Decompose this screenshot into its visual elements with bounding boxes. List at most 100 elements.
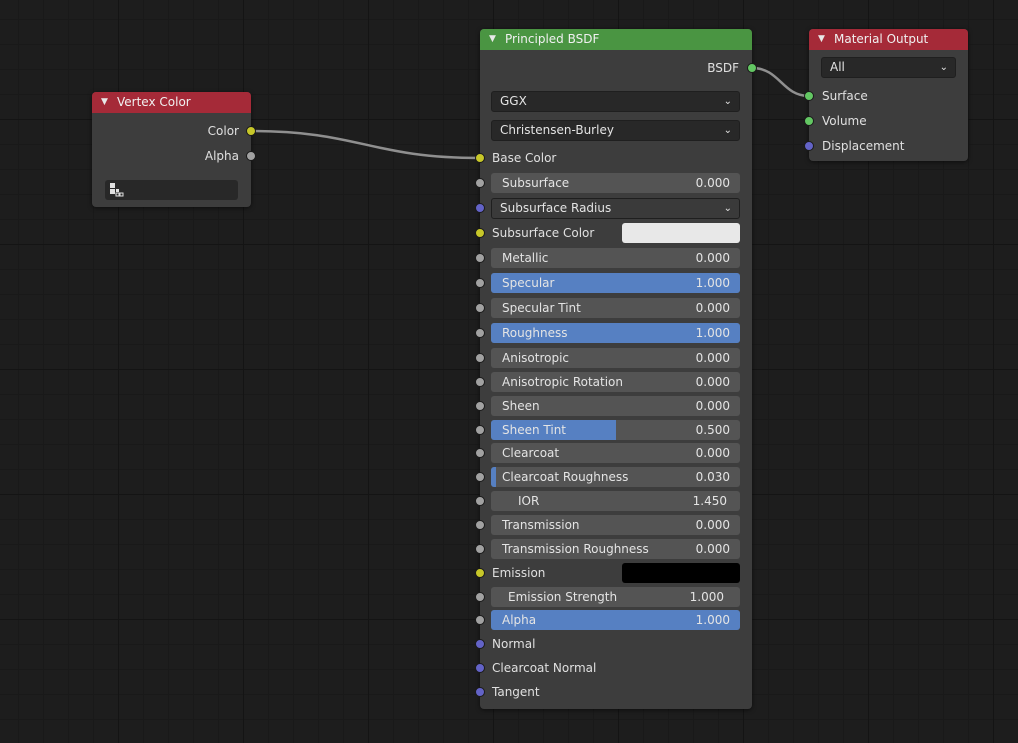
socket-tangent[interactable] (475, 687, 485, 697)
input-surface-label: Surface (822, 89, 868, 103)
specular-fill (491, 273, 740, 293)
socket-transmission-roughness[interactable] (475, 544, 485, 554)
anisotropic-rotation-label: Anisotropic Rotation (502, 375, 624, 389)
base-color-label: Base Color (492, 151, 557, 165)
subsurface-label: Subsurface (502, 176, 570, 190)
vertex-color-layer-icon (110, 183, 124, 197)
chevron-down-icon: ⌄ (723, 96, 732, 107)
anisotropic-rotation-field[interactable]: Anisotropic Rotation 0.000 (491, 372, 740, 392)
emission-strength-field[interactable]: Emission Strength 1.000 (491, 587, 740, 607)
sheen-tint-field[interactable]: Sheen Tint 0.500 (491, 420, 740, 440)
collapse-triangle-icon[interactable]: ▼ (101, 97, 108, 107)
socket-anisotropic-rotation[interactable] (475, 377, 485, 387)
specular-tint-field[interactable]: Specular Tint 0.000 (491, 298, 740, 318)
material-output-header[interactable]: ▼ Material Output (809, 29, 968, 50)
target-dropdown[interactable]: All ⌄ (821, 57, 956, 78)
output-color-label: Color (207, 124, 239, 138)
link-color-to-base-color (250, 129, 481, 160)
transmission-field[interactable]: Transmission 0.000 (491, 515, 740, 535)
socket-surface-in[interactable] (804, 91, 814, 101)
socket-emission-strength[interactable] (475, 592, 485, 602)
clearcoat-field[interactable]: Clearcoat 0.000 (491, 443, 740, 463)
collapse-triangle-icon[interactable]: ▼ (818, 34, 825, 44)
specular-label: Specular (502, 276, 555, 290)
socket-anisotropic[interactable] (475, 353, 485, 363)
subsurface-field[interactable]: Subsurface 0.000 (491, 173, 740, 193)
socket-sheen-tint[interactable] (475, 425, 485, 435)
socket-normal[interactable] (475, 639, 485, 649)
socket-bsdf-out[interactable] (747, 63, 757, 73)
link-bsdf-to-surface (751, 66, 810, 98)
socket-clearcoat-normal[interactable] (475, 663, 485, 673)
vertex-color-layer-field[interactable] (105, 180, 238, 200)
principled-bsdf-node[interactable]: ▼ Principled BSDF BSDF GGX ⌄ Christensen… (480, 29, 752, 709)
alpha-value: 1.000 (695, 613, 730, 627)
socket-base-color[interactable] (475, 153, 485, 163)
socket-sheen[interactable] (475, 401, 485, 411)
socket-displacement-in[interactable] (804, 141, 814, 151)
socket-subsurface-color[interactable] (475, 228, 485, 238)
emission-strength-label: Emission Strength (508, 590, 618, 604)
socket-color-out[interactable] (246, 126, 256, 136)
anisotropic-field[interactable]: Anisotropic 0.000 (491, 348, 740, 368)
subsurface-color-swatch[interactable] (622, 223, 740, 243)
sheen-tint-value: 0.500 (695, 423, 730, 437)
specular-field[interactable]: Specular 1.000 (491, 273, 740, 293)
roughness-field[interactable]: Roughness 1.000 (491, 323, 740, 343)
input-displacement-label: Displacement (822, 139, 905, 153)
principled-bsdf-header[interactable]: ▼ Principled BSDF (480, 29, 752, 50)
transmission-roughness-label: Transmission Roughness (502, 542, 649, 556)
roughness-label: Roughness (502, 326, 568, 340)
sheen-tint-label: Sheen Tint (502, 423, 567, 437)
socket-metallic[interactable] (475, 253, 485, 263)
output-alpha-label: Alpha (204, 149, 239, 163)
vertex-color-header[interactable]: ▼ Vertex Color (92, 92, 251, 113)
roughness-value: 1.000 (695, 326, 730, 340)
specular-tint-value: 0.000 (695, 301, 730, 315)
subsurface-method-dropdown[interactable]: Christensen-Burley ⌄ (491, 120, 740, 141)
sheen-value: 0.000 (695, 399, 730, 413)
ior-value: 1.450 (692, 494, 727, 508)
chevron-down-icon: ⌄ (723, 203, 732, 214)
socket-subsurface[interactable] (475, 178, 485, 188)
socket-ior[interactable] (475, 496, 485, 506)
clearcoat-roughness-field[interactable]: Clearcoat Roughness 0.030 (491, 467, 740, 487)
socket-clearcoat[interactable] (475, 448, 485, 458)
metallic-field[interactable]: Metallic 0.000 (491, 248, 740, 268)
ior-label: IOR (518, 494, 540, 508)
transmission-roughness-field[interactable]: Transmission Roughness 0.000 (491, 539, 740, 559)
sheen-field[interactable]: Sheen 0.000 (491, 396, 740, 416)
socket-transmission[interactable] (475, 520, 485, 530)
ior-field[interactable]: IOR 1.450 (491, 491, 740, 511)
socket-alpha-out[interactable] (246, 151, 256, 161)
chevron-down-icon: ⌄ (939, 62, 948, 73)
transmission-value: 0.000 (695, 518, 730, 532)
input-volume-label: Volume (822, 114, 867, 128)
clearcoat-normal-label: Clearcoat Normal (492, 661, 597, 675)
subsurface-radius-dropdown[interactable]: Subsurface Radius ⌄ (491, 198, 740, 219)
emission-label: Emission (492, 566, 546, 580)
socket-roughness[interactable] (475, 328, 485, 338)
socket-subsurface-radius[interactable] (475, 203, 485, 213)
principled-bsdf-title: Principled BSDF (505, 32, 600, 46)
socket-clearcoat-roughness[interactable] (475, 472, 485, 482)
output-bsdf-label: BSDF (707, 61, 739, 75)
material-output-node[interactable]: ▼ Material Output All ⌄ Surface Volume D… (809, 29, 968, 161)
socket-volume-in[interactable] (804, 116, 814, 126)
distribution-dropdown[interactable]: GGX ⌄ (491, 91, 740, 112)
material-output-title: Material Output (834, 32, 929, 46)
socket-emission[interactable] (475, 568, 485, 578)
alpha-field[interactable]: Alpha 1.000 (491, 610, 740, 630)
chevron-down-icon: ⌄ (723, 125, 732, 136)
socket-alpha[interactable] (475, 615, 485, 625)
clearcoat-value: 0.000 (695, 446, 730, 460)
distribution-value: GGX (500, 94, 527, 108)
vertex-color-node[interactable]: ▼ Vertex Color Color Alpha (92, 92, 251, 207)
socket-specular-tint[interactable] (475, 303, 485, 313)
emission-color-swatch[interactable] (622, 563, 740, 583)
collapse-triangle-icon[interactable]: ▼ (489, 34, 496, 44)
clearcoat-roughness-label: Clearcoat Roughness (502, 470, 629, 484)
target-value: All (830, 60, 845, 74)
socket-specular[interactable] (475, 278, 485, 288)
